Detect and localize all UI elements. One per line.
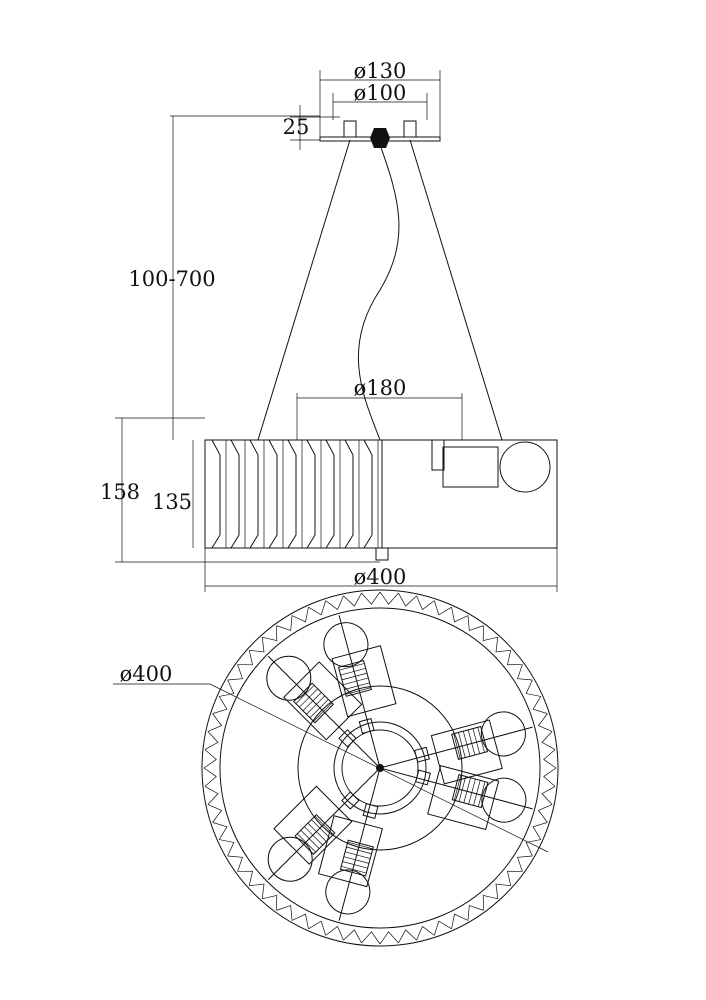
side-view: ø130 ø100 25 100-700 (100, 59, 558, 592)
crystal-panel (363, 439, 373, 549)
bulb-icon (481, 777, 527, 823)
suspension-cables: 100-700 (128, 115, 503, 441)
bottom-view: ø400 (113, 589, 559, 947)
lamp-arm (267, 767, 381, 882)
dim-canopy-outer: ø130 (354, 59, 407, 83)
crystal-panel (211, 439, 221, 549)
lamp-arm (379, 711, 533, 785)
bulb-icon (267, 836, 313, 882)
bulb-icon (325, 869, 371, 915)
lamp-arm (317, 767, 383, 921)
bulb-icon (323, 622, 369, 668)
lamp-arm (266, 655, 381, 769)
crystal-panel (344, 439, 354, 549)
lamp-arm (379, 765, 533, 831)
bulb-icon (480, 711, 526, 757)
dim-suspension-length: 100-700 (128, 267, 215, 291)
crystal-panel (249, 439, 259, 549)
crystal-panel (287, 439, 297, 549)
dim-total-height: 158 (100, 480, 140, 504)
lamp-arm (323, 615, 397, 769)
dim-canopy-inner: ø100 (354, 81, 407, 105)
dim-shade-height: 135 (152, 490, 192, 514)
crystal-panel (230, 439, 240, 549)
crystal-panel (306, 439, 316, 549)
crystal-panel (325, 439, 335, 549)
canopy-dimensions: ø130 ø100 25 (283, 59, 441, 150)
dim-top-ring: ø180 (354, 376, 407, 400)
dim-canopy-height: 25 (283, 115, 310, 139)
crystal-panel (268, 439, 278, 549)
dim-bottom-diameter: ø400 (120, 662, 173, 686)
canopy (319, 120, 441, 148)
bulb-icon (266, 655, 312, 701)
chandelier-body: ø180 158 135 ø400 (100, 376, 558, 592)
dim-body-diameter: ø400 (354, 565, 407, 589)
